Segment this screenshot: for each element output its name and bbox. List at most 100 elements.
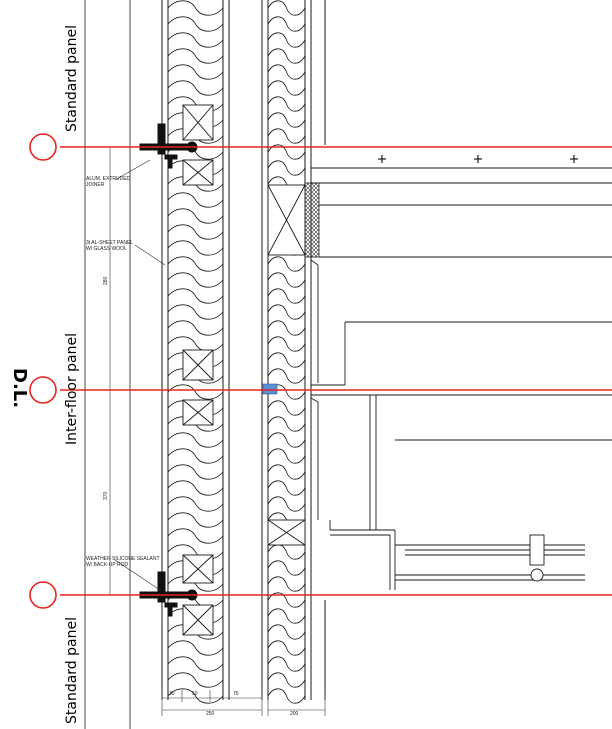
vertical-dimensions: [106, 146, 114, 596]
insulation-loop: [267, 16, 306, 32]
insulation-loop: [267, 624, 306, 640]
insulation-loop: [267, 416, 306, 432]
insulation-loop: [267, 432, 306, 448]
insulation-loop: [167, 528, 224, 544]
insulation-loop: [267, 640, 306, 656]
inner-wall-insulation: [267, 0, 306, 704]
insulation-loop: [267, 160, 306, 176]
note-alum-joiner: ALUM. EXTRUDED JOINER: [86, 176, 130, 188]
insulation-loop: [267, 576, 306, 592]
insulation-loop: [167, 32, 224, 48]
blocking-box: [182, 399, 214, 426]
insulation-loop: [267, 64, 306, 80]
insulation-loop: [267, 560, 306, 576]
note-weather-sealant-line2: W/ BACK-UP ROD: [86, 562, 129, 568]
insulation-loop: [167, 240, 224, 256]
insulation-loop: [167, 96, 224, 112]
blocking-box: [182, 104, 214, 141]
insulation-loop: [167, 0, 224, 16]
insulation-loop: [167, 448, 224, 464]
note-al-sheet-panel-line1: 3t AL-SHEET PANEL: [86, 240, 134, 246]
blocking-box: [182, 159, 214, 186]
dim-bottom-30: 30: [169, 691, 175, 697]
dim-bottom-50: 50: [192, 691, 198, 697]
insulation-loop: [267, 128, 306, 144]
note-al-sheet-panel-line2: W/ GLASS WOOL: [86, 246, 127, 252]
insulation-loop: [167, 640, 224, 656]
insulation-loop: [267, 592, 306, 608]
insulation-loop: [267, 0, 306, 16]
insulation-loop: [167, 336, 224, 352]
insulation-loop: [167, 48, 224, 64]
datum-circle-middle: [29, 376, 57, 404]
insulation-loop: [267, 320, 306, 336]
datum-circle-top: [29, 133, 57, 161]
insulation-loop: [267, 400, 306, 416]
note-al-sheet-panel: 3t AL-SHEET PANEL W/ GLASS WOOL: [86, 240, 133, 252]
panel-boundaries: [161, 0, 326, 700]
insulation-loop: [267, 672, 306, 688]
insulation-loop: [167, 192, 224, 208]
insulation-loop: [167, 496, 224, 512]
note-weather-sealant-line1: WEATHER SILICONE SEALANT: [86, 556, 160, 562]
bottom-dimensions: [161, 690, 326, 716]
insulation-loop: [267, 496, 306, 512]
note-weather-sealant: WEATHER SILICONE SEALANT W/ BACK-UP ROD: [86, 556, 160, 568]
insulation-loop: [167, 64, 224, 80]
insulation-loop: [167, 464, 224, 480]
blocking-box: [267, 519, 306, 546]
insulation-loop: [267, 256, 306, 272]
insulation-loop: [167, 304, 224, 320]
insulation-loop: [267, 48, 306, 64]
blocking-box: [182, 349, 214, 381]
insulation-loop: [167, 672, 224, 688]
insulation-loop: [267, 32, 306, 48]
datum-circle-bottom: [29, 581, 57, 609]
insulation-loop: [167, 432, 224, 448]
insulation-loop: [167, 656, 224, 672]
insulation-loop: [267, 608, 306, 624]
blocking-boxes: [182, 104, 306, 636]
insulation-loop: [267, 656, 306, 672]
insulation-loop: [267, 336, 306, 352]
insulation-loop: [167, 512, 224, 528]
frame-lines: [84, 0, 131, 729]
insulation-loop: [267, 288, 306, 304]
datum-lines: [60, 146, 612, 596]
insulation-loop: [267, 112, 306, 128]
insulation-loop: [267, 144, 306, 160]
insulation-loop: [167, 256, 224, 272]
insulation-loop: [267, 464, 306, 480]
dim-vertical-lower: 370: [103, 491, 109, 500]
label-inter-floor-panel: Inter-floor panel: [64, 332, 80, 445]
anchor-marks: [378, 155, 578, 163]
insulation-loop: [167, 320, 224, 336]
insulation-loop: [167, 224, 224, 240]
blocking-box: [267, 184, 306, 256]
insulation-loop: [167, 80, 224, 96]
note-leaders: [114, 159, 166, 591]
dim-bottom-right: 200: [290, 711, 299, 717]
joint-sealant-marker: [262, 383, 278, 395]
note-alum-joiner-line2: JOINER: [86, 182, 105, 188]
insulation-loop: [167, 688, 224, 704]
insulation-loop: [267, 448, 306, 464]
insulation-loop: [167, 384, 224, 400]
interior-structure: [310, 167, 612, 590]
insulation-loop: [267, 688, 306, 704]
insulation-loop: [267, 480, 306, 496]
blocking-box: [182, 554, 214, 584]
insulation-loop: [167, 208, 224, 224]
insulation-loop: [267, 544, 306, 560]
insulation-loop: [167, 288, 224, 304]
dim-vertical-upper: 280: [103, 276, 109, 285]
insulation-loop: [167, 16, 224, 32]
dim-bottom-75: 75: [233, 691, 239, 697]
insulation-loop: [267, 96, 306, 112]
insulation-loop: [267, 272, 306, 288]
insulation-loop: [167, 272, 224, 288]
insulation-loop: [267, 368, 306, 384]
insulation-loop: [167, 480, 224, 496]
note-alum-joiner-line1: ALUM. EXTRUDED: [86, 176, 131, 182]
